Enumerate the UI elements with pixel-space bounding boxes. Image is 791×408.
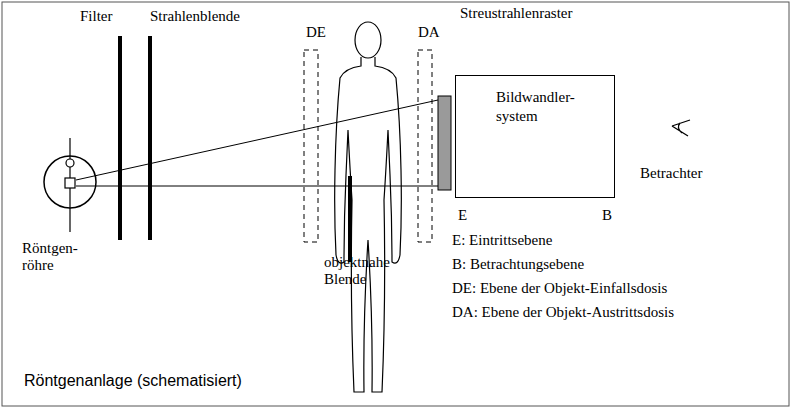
label: Betrachter [640,165,702,182]
person [335,22,402,392]
label: Strahlenblende [150,8,240,25]
label: Filter [80,8,113,25]
system-box: Bildwandler- system [455,75,615,198]
dose-plane-a [418,50,432,242]
streustrahlenraster [438,96,451,190]
eye [672,120,690,136]
dose-plane-e [304,50,318,242]
beam-top [76,100,438,180]
label: E [458,207,467,224]
label: DA [418,24,440,41]
label: Streustrahlenraster [460,5,572,22]
box-text: Bildwandler- system [456,76,606,126]
label: DA: Ebene der Objekt-Austrittsdosis [452,304,674,321]
strahlenblende [148,36,152,240]
label: Röntgen- röhre [22,240,82,274]
label: B: Betrachtungsebene [452,256,584,273]
label: DE [306,24,326,41]
caption: Röntgenanlage (schematisiert) [24,372,242,389]
label: DE: Ebene der Objekt-Einfallsdosis [452,280,667,297]
label: objektnahe Blende [324,254,404,288]
label: B [602,207,612,224]
tube-circle [44,156,96,208]
label: E: Eintrittsebene [452,232,552,249]
filter [118,36,122,240]
tube-anode [65,178,75,188]
beam-bottom [76,186,438,187]
tube-cathode [66,159,74,167]
